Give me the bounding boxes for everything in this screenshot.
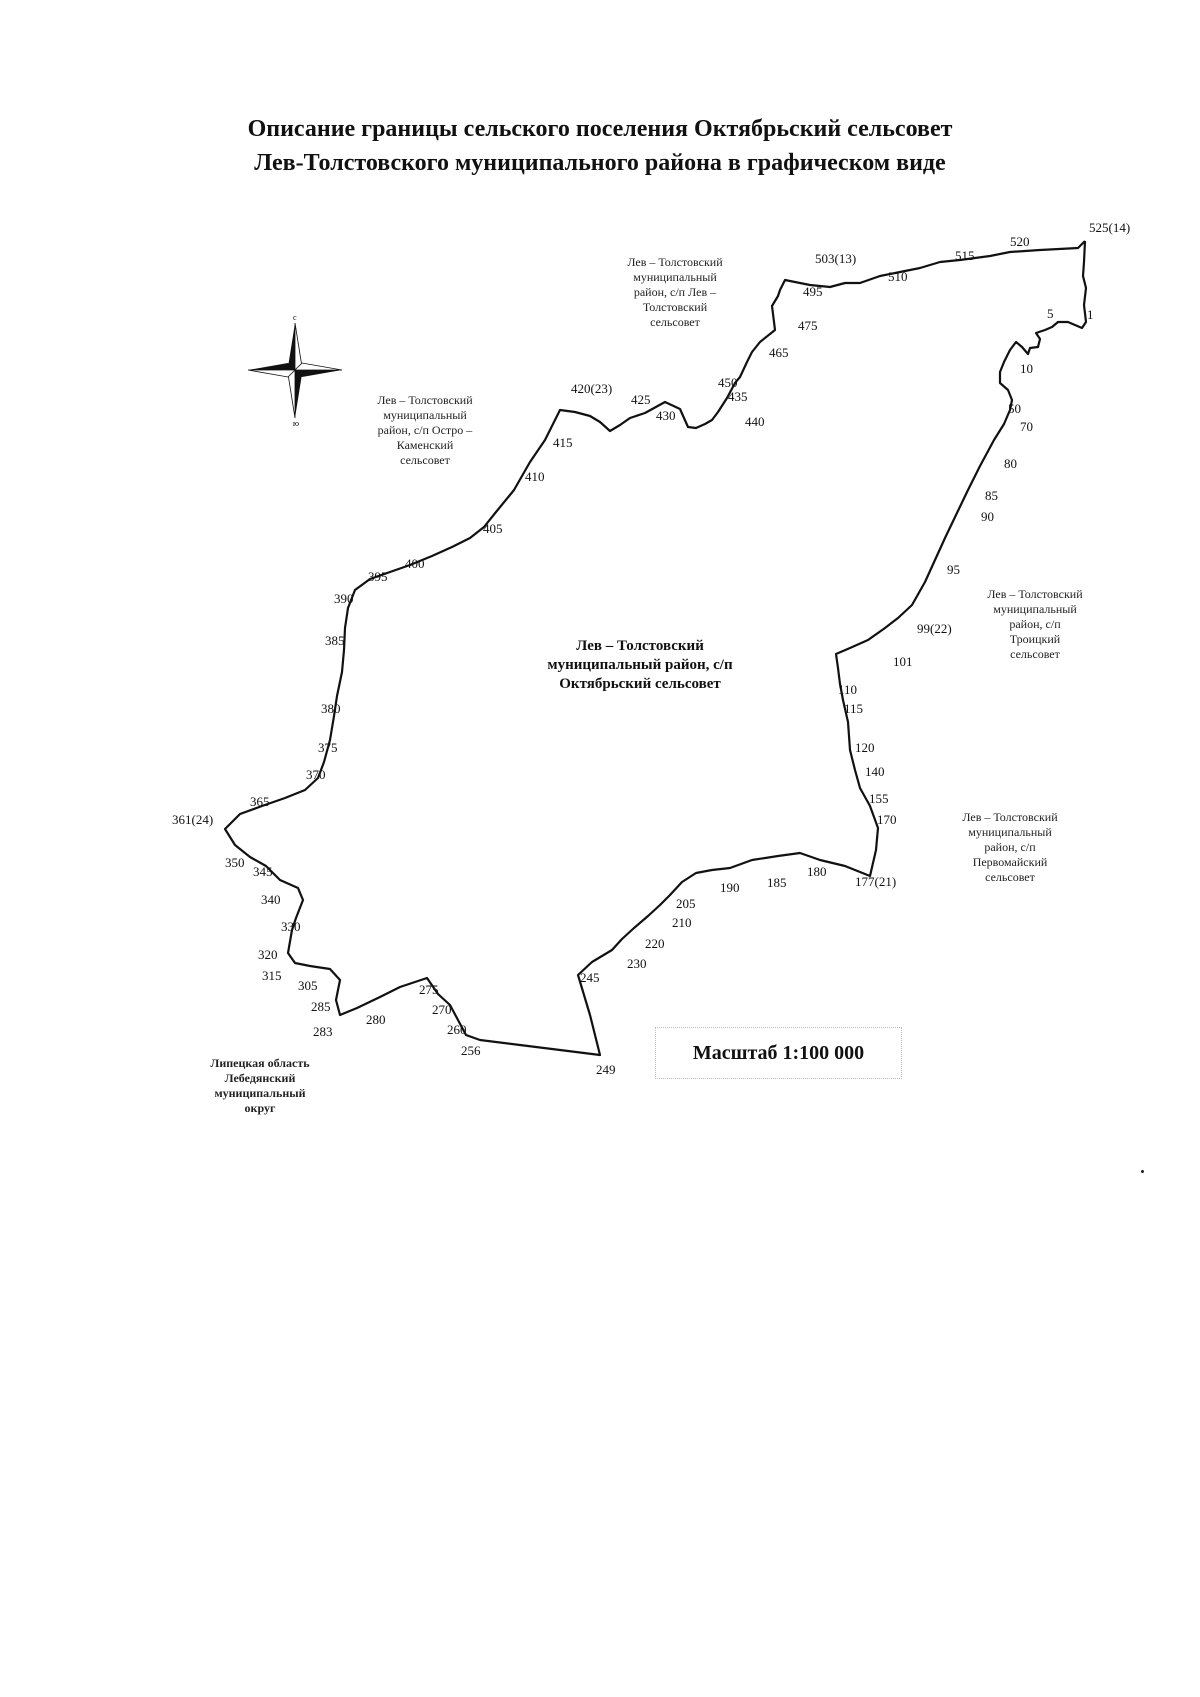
page-title: Описание границы сельского поселения Окт… — [0, 112, 1200, 180]
point-label: 395 — [368, 569, 388, 584]
point-label: 5 — [1047, 306, 1054, 321]
boundary-point-labels: 525(14) 520 515 510 503(13) 495 475 465 … — [172, 220, 1130, 1077]
point-label: 90 — [981, 509, 994, 524]
point-label: 330 — [281, 919, 301, 934]
compass-rose-icon: с ю — [247, 313, 343, 428]
point-label: 190 — [720, 880, 740, 895]
region-north: Лев – Толстовский муниципальный район, с… — [627, 255, 723, 329]
point-label: 503(13) — [815, 251, 856, 266]
point-label: 425 — [631, 392, 651, 407]
point-label: 99(22) — [917, 621, 952, 636]
point-label: 405 — [483, 521, 503, 536]
point-label: 320 — [258, 947, 278, 962]
point-label: 380 — [321, 701, 341, 716]
point-label: 180 — [807, 864, 827, 879]
point-label: 345 — [253, 864, 273, 879]
region-southwest: Липецкая область Лебедянский муниципальн… — [210, 1056, 310, 1115]
point-label: 101 — [893, 654, 913, 669]
point-label: 120 — [855, 740, 875, 755]
point-label: 177(21) — [855, 874, 896, 889]
title-line-2: Лев-Толстовского муниципального района в… — [254, 150, 946, 176]
title-line-1: Описание границы сельского поселения Окт… — [247, 116, 953, 142]
point-label: 210 — [672, 915, 692, 930]
point-label: 110 — [838, 682, 857, 697]
point-label: 170 — [877, 812, 897, 827]
point-label: 340 — [261, 892, 281, 907]
point-label: 1 — [1087, 307, 1094, 322]
point-label: 155 — [869, 791, 889, 806]
scale-label: Масштаб 1:100 000 — [655, 1027, 902, 1079]
point-label: 285 — [311, 999, 331, 1014]
point-label: 256 — [461, 1043, 481, 1058]
point-label: 365 — [250, 794, 270, 809]
point-label: 270 — [432, 1002, 452, 1017]
region-east: Лев – Толстовский муниципальный район, с… — [987, 587, 1083, 661]
point-label: 410 — [525, 469, 545, 484]
point-label: 230 — [627, 956, 647, 971]
region-northwest: Лев – Толстовский муниципальный район, с… — [377, 393, 473, 467]
point-label: 370 — [306, 767, 326, 782]
point-label: 50 — [1008, 401, 1021, 416]
point-label: 220 — [645, 936, 665, 951]
point-label: 315 — [262, 968, 282, 983]
point-label: 415 — [553, 435, 573, 450]
point-label: 495 — [803, 284, 823, 299]
point-label: 525(14) — [1089, 220, 1130, 235]
point-label: 70 — [1020, 419, 1033, 434]
point-label: 10 — [1020, 361, 1033, 376]
compass-north-label: с — [293, 313, 297, 322]
point-label: 140 — [865, 764, 885, 779]
point-label: 400 — [405, 556, 425, 571]
point-label: 275 — [419, 982, 439, 997]
point-label: 350 — [225, 855, 245, 870]
point-label: 115 — [844, 701, 863, 716]
point-label: 245 — [580, 970, 600, 985]
point-label: 361(24) — [172, 812, 213, 827]
point-label: 510 — [888, 269, 908, 284]
compass-south-label: ю — [293, 419, 299, 428]
point-label: 430 — [656, 408, 676, 423]
point-label: 305 — [298, 978, 318, 993]
point-label: 283 — [313, 1024, 333, 1039]
point-label: 280 — [366, 1012, 386, 1027]
settlement-boundary — [223, 240, 1088, 1057]
point-label: 515 — [955, 248, 975, 263]
point-label: 85 — [985, 488, 998, 503]
point-label: 450 — [718, 375, 738, 390]
region-southeast: Лев – Толстовский муниципальный район, с… — [962, 810, 1058, 884]
region-center: Лев – Толстовский муниципальный район, с… — [547, 638, 733, 692]
point-label: 440 — [745, 414, 765, 429]
point-label: 375 — [318, 740, 338, 755]
point-label: 475 — [798, 318, 818, 333]
point-label: 435 — [728, 389, 748, 404]
point-label: 249 — [596, 1062, 616, 1077]
point-label: 95 — [947, 562, 960, 577]
point-label: 205 — [676, 896, 696, 911]
point-label: 185 — [767, 875, 787, 890]
point-label: 260 — [447, 1022, 467, 1037]
point-label: 390 — [334, 591, 354, 606]
point-label: 465 — [769, 345, 789, 360]
point-label: 80 — [1004, 456, 1017, 471]
point-label: 385 — [325, 633, 345, 648]
point-label: 520 — [1010, 234, 1030, 249]
stray-dot — [1141, 1170, 1144, 1173]
point-label: 420(23) — [571, 381, 612, 396]
